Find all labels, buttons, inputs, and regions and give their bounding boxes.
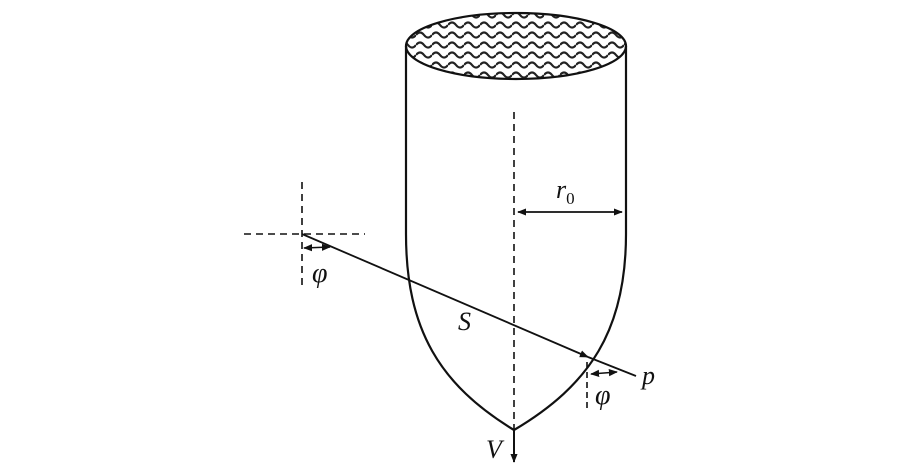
right-angle-arrow [590,369,618,377]
top-face-ellipse [404,11,628,81]
radius-label: r0 [556,175,575,208]
left-angle-arrow [303,243,331,252]
angle-label-right: φ [595,380,611,411]
radius-label-subscript: 0 [566,189,575,208]
nose-right-curve [513,233,628,431]
nose-left-curve [404,233,515,431]
arc-length-line [301,233,589,358]
angle-label-left: φ [312,258,328,289]
normal-extension-line [587,356,637,377]
arc-length-label: S [458,307,471,336]
radius-label-main: r [556,175,567,204]
velocity-label: V [486,435,505,464]
normal-point-label: p [640,361,655,390]
